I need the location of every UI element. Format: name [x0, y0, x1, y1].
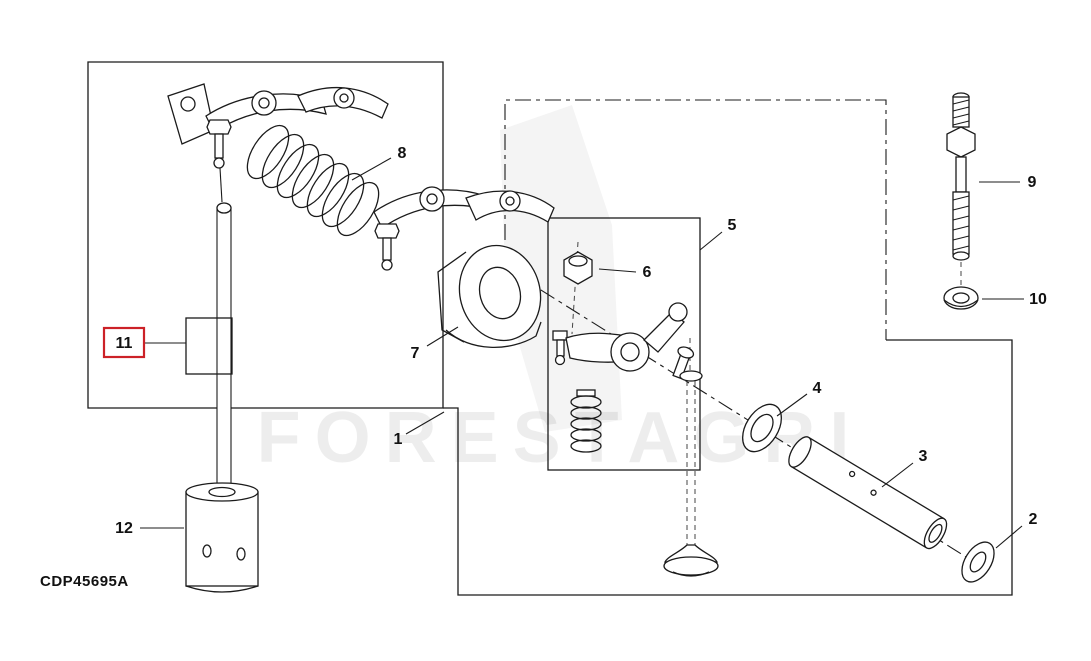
callout-10[interactable]: 10 — [982, 291, 1047, 308]
leader-line — [881, 462, 914, 488]
callout-8[interactable]: 8 — [351, 145, 407, 181]
leader-line — [351, 157, 392, 181]
part-valve-spring-small — [570, 389, 602, 453]
part-6-nut — [563, 251, 593, 285]
part-lower-rocker-assembly — [373, 186, 555, 271]
callout-2-label[interactable]: 2 — [1029, 511, 1038, 528]
highlight-box — [102, 326, 146, 359]
callout-1-label[interactable]: 1 — [394, 431, 403, 448]
part-12-tappet-cylinder — [185, 482, 259, 593]
leader-line — [699, 231, 723, 251]
callout-1[interactable]: 1 — [394, 411, 445, 448]
callout-4[interactable]: 4 — [776, 380, 822, 417]
leader-line — [426, 326, 459, 347]
callout-9-label[interactable]: 9 — [1028, 174, 1037, 191]
part-upper-rocker-assembly — [167, 83, 389, 203]
callout-6-label[interactable]: 6 — [643, 264, 652, 281]
part-11-pushrod-clip — [185, 317, 233, 375]
sub-assembly-5-border — [547, 217, 701, 471]
callout-3[interactable]: 3 — [881, 448, 928, 488]
leader-line — [995, 525, 1023, 549]
callout-9[interactable]: 9 — [979, 174, 1037, 191]
part-9-stud — [946, 92, 976, 261]
part-7-cylinder-support — [437, 244, 542, 348]
callout-2[interactable]: 2 — [995, 511, 1038, 549]
lower-assembly-border — [443, 339, 1013, 596]
callout-5-label[interactable]: 5 — [728, 217, 737, 234]
leader-line — [776, 393, 808, 417]
nut-centerline — [571, 241, 579, 335]
figure-code: CDP45695A — [40, 573, 129, 590]
part-8-spring — [246, 124, 380, 237]
callout-12[interactable]: 12 — [115, 520, 184, 537]
callout-6[interactable]: 6 — [598, 264, 652, 281]
diagram-borders — [87, 61, 1013, 596]
part-10-washer — [943, 286, 979, 310]
part-2-washer — [961, 541, 995, 583]
callout-5[interactable]: 5 — [699, 217, 737, 251]
part-5-rocker-arm — [552, 302, 695, 380]
callout-11-label[interactable]: 11 — [116, 335, 133, 352]
phantom-outline — [504, 99, 887, 340]
callout-11[interactable]: 11 — [102, 326, 186, 359]
callout-12-label[interactable]: 12 — [115, 520, 133, 537]
leader-line — [405, 411, 445, 435]
callout-10-label[interactable]: 10 — [1029, 291, 1047, 308]
part-valve — [663, 370, 719, 577]
callout-7-label[interactable]: 7 — [411, 345, 420, 362]
callout-3-label[interactable]: 3 — [919, 448, 928, 465]
part-4-washer — [742, 403, 782, 453]
callout-8-label[interactable]: 8 — [398, 145, 407, 162]
part-pushrod — [216, 202, 232, 492]
callout-4-label[interactable]: 4 — [813, 380, 822, 397]
leader-line — [598, 268, 637, 273]
callout-7[interactable]: 7 — [411, 326, 459, 362]
part-3-shaft-tube — [788, 436, 948, 550]
